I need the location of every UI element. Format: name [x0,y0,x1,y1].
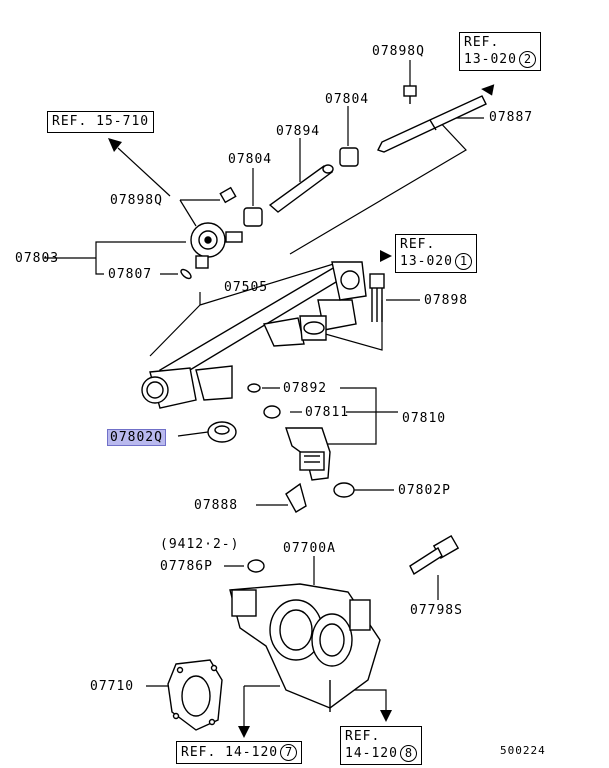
part-label-07802Q-highlighted[interactable]: 07802Q [107,429,166,446]
part-label-07798S[interactable]: 07798S [410,603,463,618]
part-label-07807[interactable]: 07807 [108,267,153,282]
part-label-07505[interactable]: 07505 [224,280,269,295]
part-label-07898[interactable]: 07898 [424,293,469,308]
part-label-07803[interactable]: 07803 [15,251,60,266]
ref-text: REF. [400,237,436,252]
part-label-07710[interactable]: 07710 [90,679,135,694]
part-label-07892[interactable]: 07892 [283,381,328,396]
ref-circle-number: 8 [399,745,417,762]
ref-number: 13-020 [400,254,453,269]
ref-text: REF. 14-120 [181,745,279,760]
ref-number: 13-020 [464,52,517,67]
part-label-07898Q-left[interactable]: 07898Q [110,193,163,208]
ref-15-710[interactable]: REF. 15-710 [47,111,155,133]
part-label-07811[interactable]: 07811 [305,405,350,420]
part-label-07804-top[interactable]: 07804 [325,92,370,107]
ref-number: 14-120 [345,746,398,761]
part-label-07804-left[interactable]: 07804 [228,152,273,167]
part-label-07700A[interactable]: 07700A [283,541,336,556]
part-label-07898Q-top[interactable]: 07898Q [372,44,425,59]
ref-text: REF. 15-710 [52,114,150,129]
part-label-07802P[interactable]: 07802P [398,483,451,498]
ref-circle-number: 2 [518,51,536,68]
ref-circle-number: 7 [280,744,298,761]
ref-text: REF. [464,35,500,50]
ref-text: REF. [345,729,381,744]
part-label-07894[interactable]: 07894 [276,124,321,139]
part-label-07888[interactable]: 07888 [194,498,239,513]
diagram-id: 500224 [500,744,546,757]
part-label-07786P[interactable]: 07786P [160,559,213,574]
ref-circle-number: 1 [454,253,472,270]
part-label-9412-2: (9412·2-) [160,537,240,552]
part-label-07887[interactable]: 07887 [489,110,534,125]
part-label-07810[interactable]: 07810 [402,411,447,426]
